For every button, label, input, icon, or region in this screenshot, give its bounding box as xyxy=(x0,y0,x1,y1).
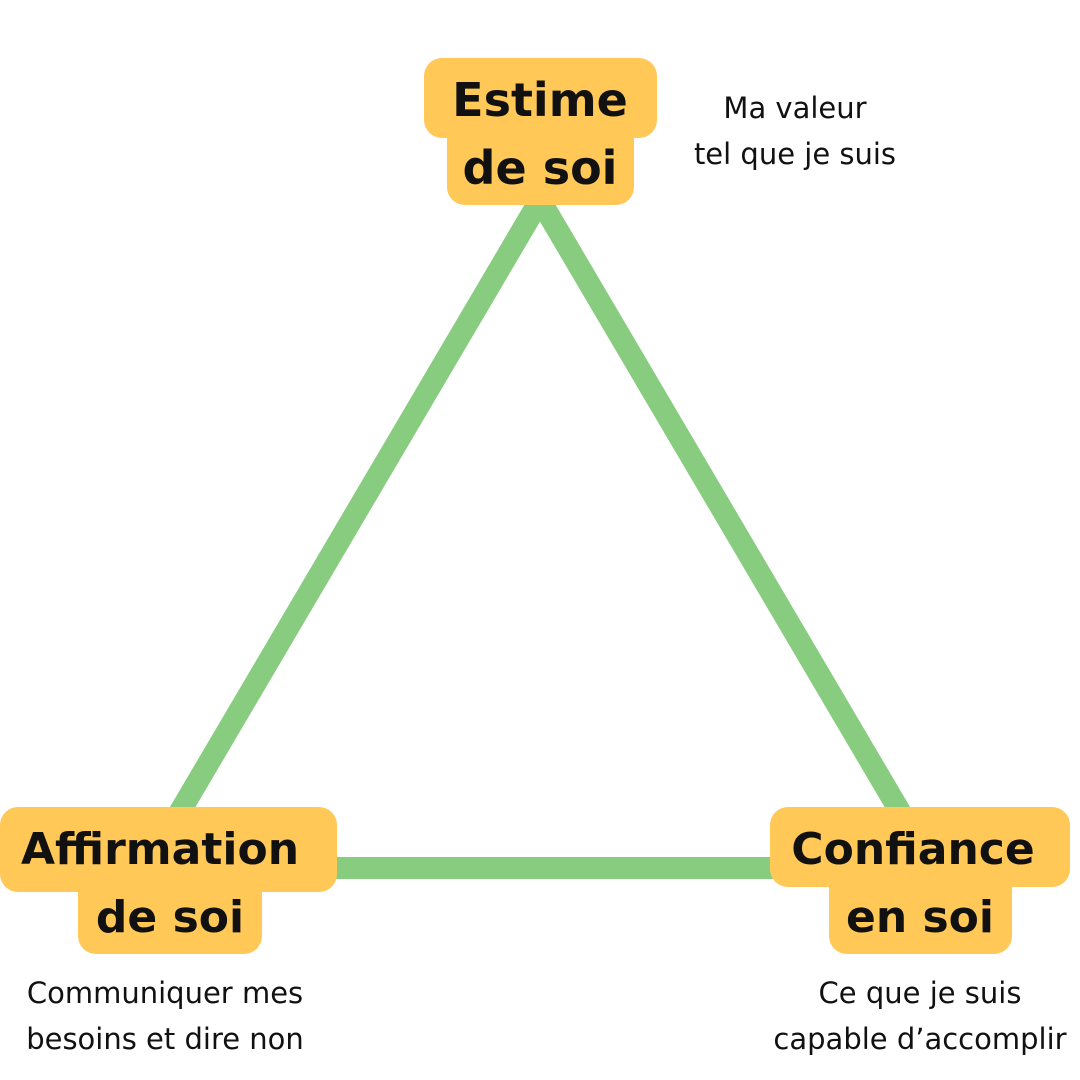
node-estime-box-bottom xyxy=(447,118,634,205)
edge-estime-confiance xyxy=(529,189,913,826)
node-affirmation-box-top xyxy=(0,807,337,892)
node-affirmation-description-line2: besoins et dire non xyxy=(26,1022,304,1056)
node-confiance-description-line1: Ce que je suis xyxy=(818,976,1022,1010)
triangle-edges xyxy=(167,189,913,879)
edge-estime-affirmation xyxy=(167,189,551,826)
node-confiance-label-line2: en soi xyxy=(846,892,994,943)
node-estime-description: Ma valeur tel que je suis xyxy=(660,85,930,177)
node-affirmation-description: Communiquer mes besoins et dire non xyxy=(0,970,330,1062)
node-confiance-description: Ce que je suis capable d’accomplir xyxy=(760,970,1080,1062)
node-confiance-box-bottom xyxy=(829,865,1012,954)
node-confiance-description-line2: capable d’accomplir xyxy=(773,1022,1067,1056)
node-estime-description-line2: tel que je suis xyxy=(693,137,897,171)
node-affirmation-box-bottom xyxy=(78,870,262,954)
node-affirmation: Affirmation de soi xyxy=(0,807,337,954)
node-confiance-label-line1: Confiance xyxy=(791,824,1034,875)
node-estime-label-line1: Estime xyxy=(452,73,628,127)
node-affirmation-label-line1: Affirmation xyxy=(21,824,299,875)
node-affirmation-label-line2: de soi xyxy=(96,892,244,943)
node-estime-description-line1: Ma valeur xyxy=(723,91,867,125)
node-estime-label-line2: de soi xyxy=(463,141,618,195)
node-affirmation-description-line1: Communiquer mes xyxy=(26,976,304,1010)
node-estime: Estime de soi xyxy=(424,58,657,205)
node-confiance: Confiance en soi xyxy=(770,807,1070,954)
